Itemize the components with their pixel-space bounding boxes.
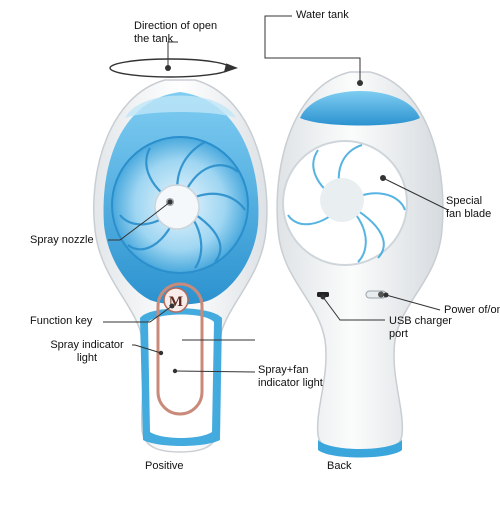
label-power-on-off: Power of/on (444, 304, 500, 316)
usb-pointer (320, 294, 326, 300)
label-special-fan-blade: Special fan blade (446, 195, 492, 220)
spray-nozzle-pointer (167, 199, 173, 205)
label-usb-charger-port: USB charger port (389, 315, 452, 340)
front-water-tank (125, 95, 236, 118)
function-key-leader (103, 305, 173, 323)
back-fan-hub (320, 178, 364, 222)
usb-leader (322, 296, 385, 321)
label-function-key: Function key (30, 315, 93, 327)
back-device (276, 71, 444, 458)
power-leader (385, 294, 441, 311)
label-back: Back (327, 460, 352, 472)
spray-fan-leader (174, 370, 256, 373)
direction-leader (167, 41, 178, 68)
spray-nozzle-leader (108, 201, 171, 241)
back-water-tank (300, 91, 420, 126)
label-spray-nozzle: Spray nozzle (30, 234, 94, 246)
water-tank-leader (264, 15, 361, 83)
function-key-pointer (169, 303, 175, 309)
button-panel (156, 282, 204, 416)
power-switch-knob (378, 291, 384, 298)
spray-indicator-leader (132, 344, 162, 354)
label-direction-of-open-tank: Direction of open the tank (134, 20, 218, 45)
label-spray-indicator-light: Spray indicator light (50, 339, 124, 364)
rotation-arrow (109, 58, 239, 78)
front-device (93, 79, 268, 453)
back-base-band (318, 440, 402, 458)
spray-nozzle-shape (154, 184, 200, 230)
fan-blade-leader (382, 177, 449, 211)
leader-lines (103, 15, 449, 373)
power-pointer (383, 292, 389, 298)
label-positive: Positive (145, 460, 184, 472)
label-spray-fan-indicator-light: Spray+fan indicator light (258, 364, 323, 389)
label-water-tank: Water tank (296, 9, 349, 21)
